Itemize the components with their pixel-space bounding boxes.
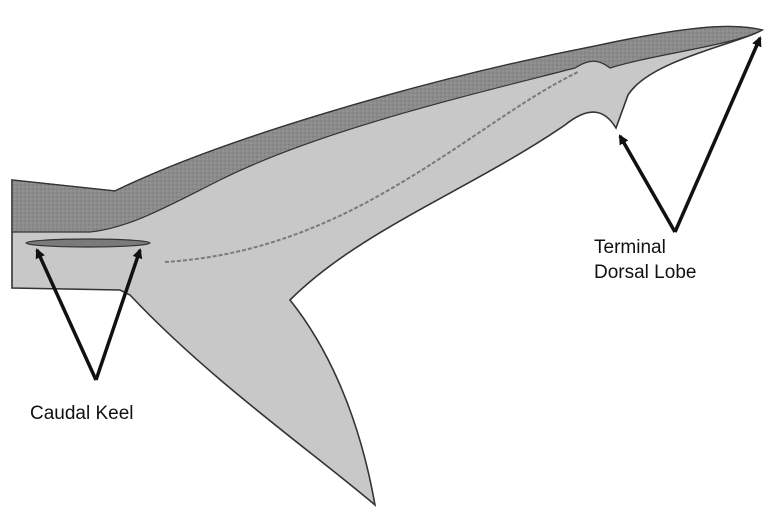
terminal-dorsal-lobe-label: Terminal Dorsal Lobe: [594, 235, 696, 285]
terminal-lobe-arrow-notch: [620, 136, 675, 232]
terminal-dorsal-lobe-label-line2: Dorsal Lobe: [594, 260, 696, 285]
terminal-dorsal-lobe-label-line1: Terminal: [594, 235, 696, 260]
terminal-lobe-arrow-tip: [675, 38, 760, 232]
caudal-keel-shape: [26, 239, 150, 247]
caudal-keel-label: Caudal Keel: [30, 401, 134, 426]
